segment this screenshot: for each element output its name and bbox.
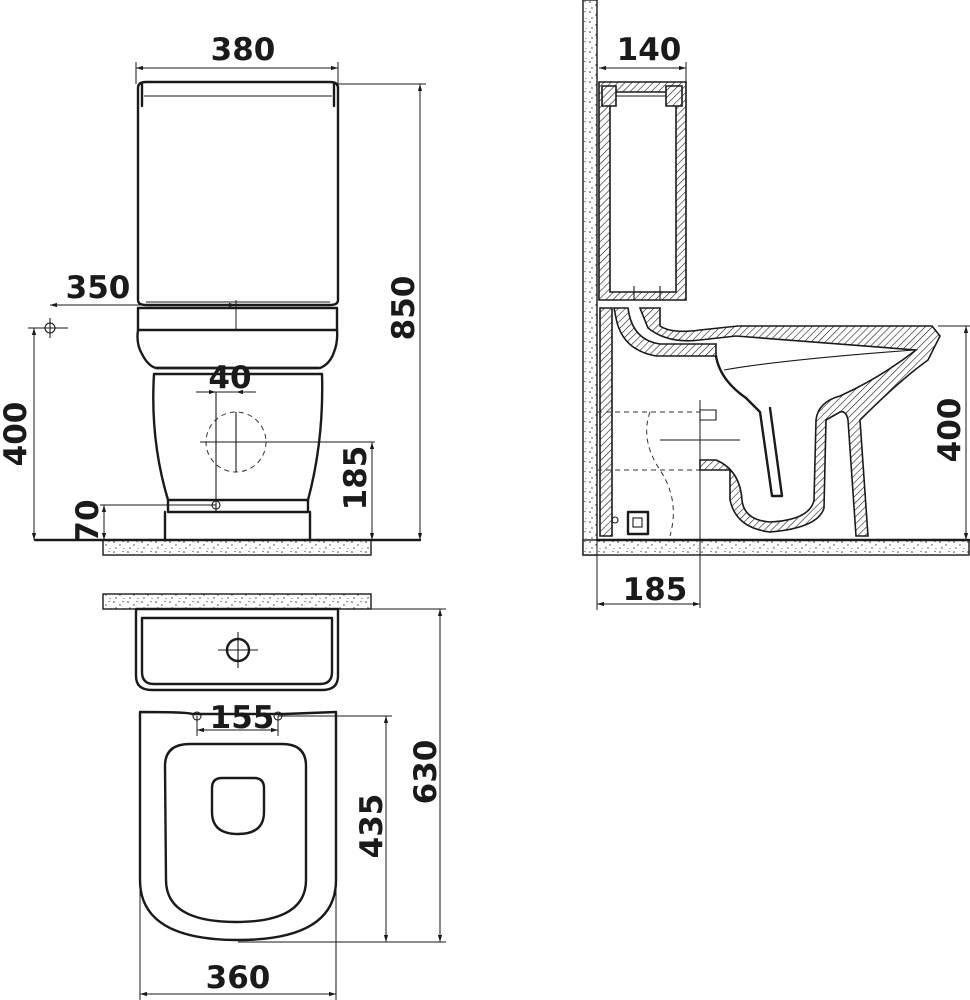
dim-top-435: 435 — [354, 794, 390, 859]
side-cistern — [598, 81, 687, 301]
dim-top-360: 360 — [206, 960, 271, 996]
side-floor — [582, 539, 970, 556]
dim-top-630: 630 — [408, 740, 444, 805]
dim-front-400: 400 — [0, 402, 34, 467]
dim-top-155: 155 — [210, 700, 275, 736]
side-outlet-hidden — [597, 411, 700, 537]
front-floor — [102, 539, 372, 556]
front-bowl — [136, 306, 339, 542]
dim-front-40: 40 — [208, 360, 251, 396]
dim-side-400: 400 — [932, 398, 968, 463]
front-view: 380 850 350 400 40 185 70 — [0, 32, 426, 556]
dim-side-185: 185 — [623, 572, 688, 608]
side-bowl — [599, 307, 941, 537]
top-cistern — [134, 607, 340, 692]
side-view: 140 400 185 — [582, 0, 970, 610]
dim-front-185: 185 — [338, 446, 374, 511]
dim-front-380: 380 — [211, 32, 276, 68]
top-bowl — [138, 710, 338, 942]
side-wall — [582, 0, 598, 556]
top-view: 155 435 630 360 — [102, 593, 446, 1000]
dim-front-350: 350 — [66, 270, 131, 306]
front-cistern — [136, 80, 340, 307]
dim-front-70: 70 — [70, 499, 106, 542]
top-wall — [102, 593, 372, 610]
dim-side-140: 140 — [617, 32, 682, 68]
dim-front-850: 850 — [386, 276, 422, 341]
